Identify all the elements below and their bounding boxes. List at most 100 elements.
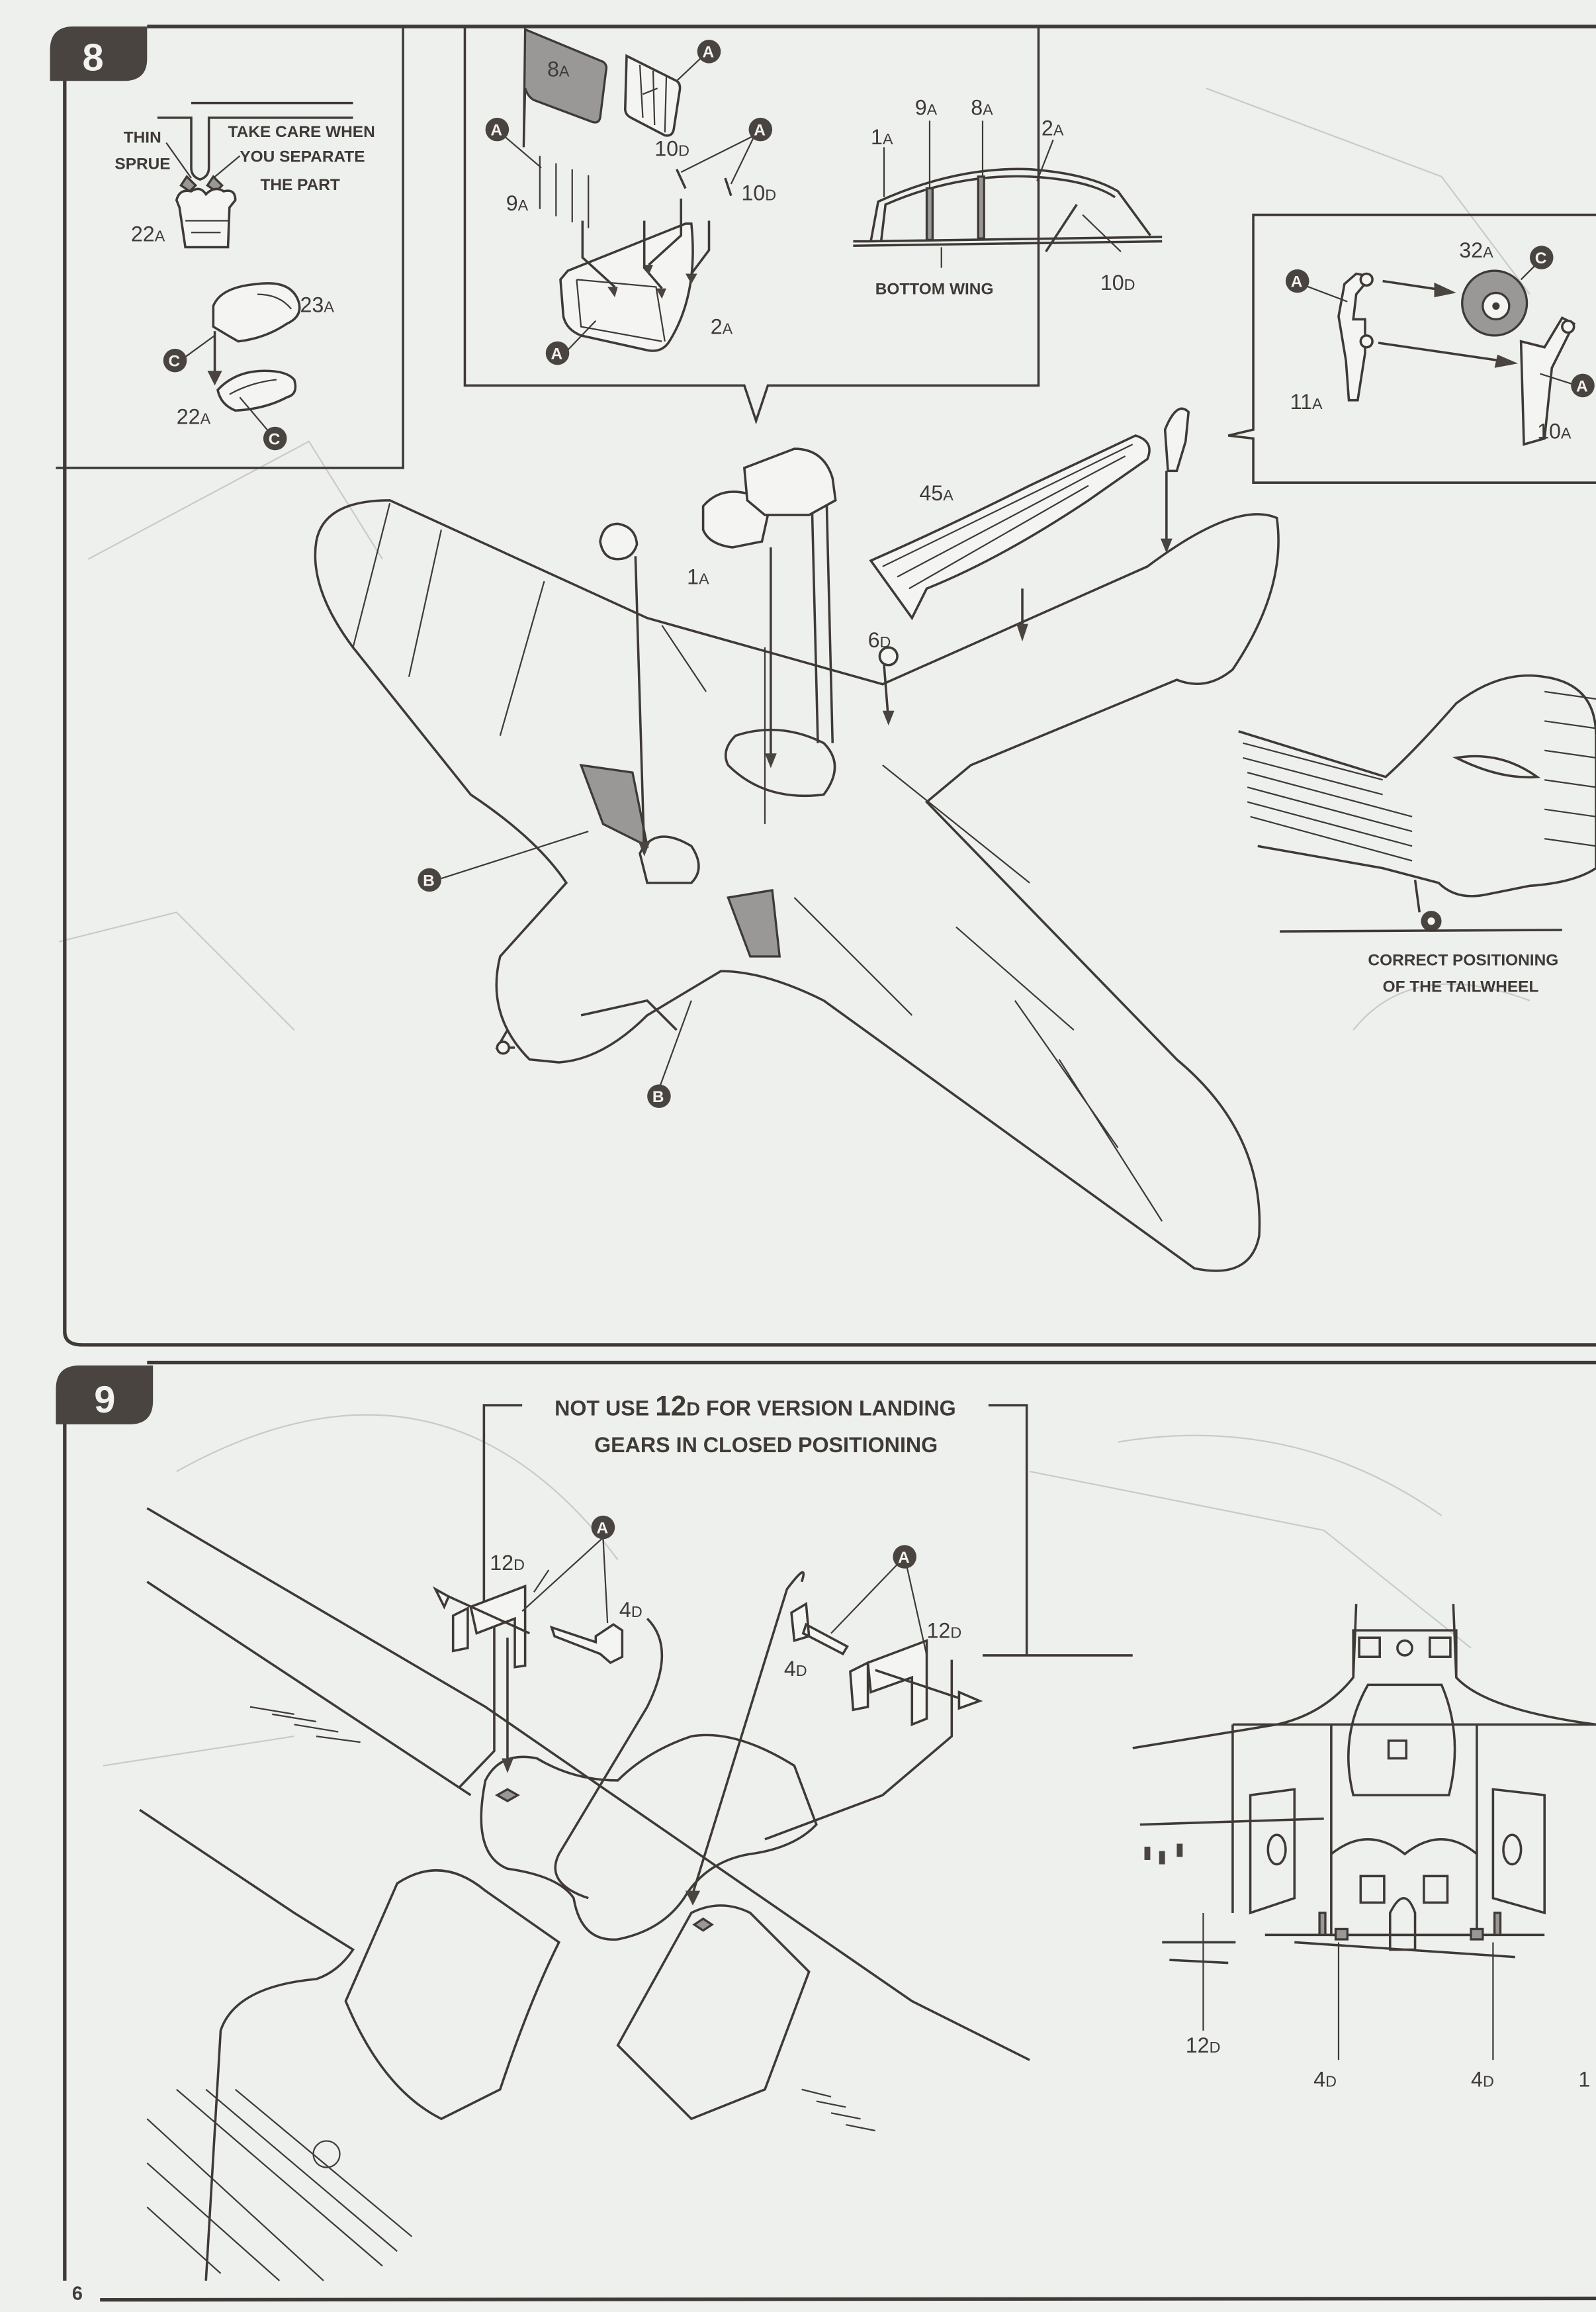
caption-line-2: OF THE TAILWHEEL [1383, 978, 1539, 995]
svg-text:C: C [1535, 250, 1547, 267]
sprue-callout-a: A [1571, 373, 1595, 398]
aircraft-outline [314, 499, 1280, 1272]
svg-text:22A: 22A [177, 404, 211, 428]
svg-text:4D: 4D [784, 1657, 807, 1681]
svg-text:10D: 10D [654, 137, 689, 161]
part-number: 22 [177, 404, 200, 428]
part-45a-tailplane [869, 434, 1151, 621]
tailwheel-side-view: CORRECT POSITIONING OF THE TAILWHEEL [1238, 674, 1596, 995]
svg-text:4D: 4D [619, 1598, 643, 1622]
part-number: 4 [619, 1598, 631, 1622]
svg-text:2A: 2A [711, 315, 733, 339]
sprue-callout-a: A [485, 117, 510, 142]
svg-text:A: A [1291, 273, 1303, 291]
step-9-number: 9 [94, 1379, 115, 1421]
step-8-panel: 8 THIN SPRUE TAKE CARE WHEN YOU SEPARATE… [50, 24, 1596, 1347]
part-number: 1 [871, 125, 883, 149]
part-23a-headrest [599, 522, 639, 561]
svg-text:C: C [269, 430, 281, 448]
part-number: 22 [131, 222, 155, 246]
svg-text:C: C [169, 353, 181, 371]
closed-gear-note-line-2: GEARS IN CLOSED POSITIONING [594, 1433, 938, 1457]
step-9-panel: 9 NOT USE 12D FOR VERSION LANDING GEARS … [56, 1360, 1596, 2302]
tailwheel-inset: 32A 11A 10A A C A [1285, 238, 1595, 446]
part-number: 11 [1290, 390, 1312, 414]
svg-text:4D: 4D [1313, 2067, 1337, 2091]
svg-text:A: A [1576, 377, 1588, 395]
part-number: 10 [1100, 271, 1124, 295]
svg-text:THE PART: THE PART [260, 176, 339, 194]
part-number: 1 [1578, 2067, 1590, 2091]
sprue-note: THIN SPRUE TAKE CARE WHEN YOU SEPARATE T… [114, 101, 375, 249]
part-number: 23 [300, 293, 324, 316]
svg-text:A: A [490, 122, 502, 140]
part-number: 4 [784, 1657, 796, 1681]
part-number: 32 [1459, 238, 1483, 262]
part-number: 10 [654, 137, 678, 161]
part-number: 10 [741, 181, 765, 205]
sprue-callout-c: C [1529, 246, 1554, 269]
svg-text:B: B [423, 872, 435, 890]
part-22a [216, 369, 297, 412]
svg-text:YOU SEPARATE: YOU SEPARATE [240, 148, 365, 166]
headrest-assembly: 23A 22A C C [163, 282, 335, 451]
part-number: 12 [490, 1551, 513, 1575]
svg-text:A: A [596, 1519, 608, 1537]
sprue-note-frame [56, 26, 404, 469]
tailwheel-inset-frame [1227, 213, 1596, 484]
svg-text:4D: 4D [1471, 2067, 1494, 2091]
svg-text:22A: 22A [131, 222, 165, 246]
svg-text:9A: 9A [506, 191, 529, 215]
svg-text:8A: 8A [547, 58, 570, 81]
canopy-section-diagram: 1A 9A 8A 2A 10D BOTTOM WING [853, 95, 1163, 299]
svg-text:THIN: THIN [124, 129, 161, 147]
sprue-callout-a: A [893, 1545, 916, 1569]
step-8-badge [50, 26, 148, 81]
aircraft-underside-drawing: 1A 45A 6D B B [314, 407, 1280, 1272]
care-line-3: THE PART [260, 176, 339, 194]
cockpit-inset-frame [463, 26, 1040, 425]
note-frame [482, 1404, 1028, 1655]
sprue-callout-b: B [647, 1084, 671, 1108]
part-4d-left [549, 1623, 624, 1665]
svg-text:1: 1 [1578, 2067, 1590, 2091]
svg-text:1A: 1A [871, 125, 893, 149]
sprue-callout-a: A [697, 40, 721, 64]
wheel-bay-drawing: 12D 4D 4D 12D A A [139, 1507, 1133, 2282]
part-4d-right [790, 1602, 849, 1656]
sprue-callout-a: A [1285, 269, 1309, 293]
part-number: 12 [927, 1618, 951, 1642]
bottom-wing-label: BOTTOM [875, 281, 945, 299]
part-number: 4 [1313, 2067, 1325, 2091]
svg-text:12D: 12D [927, 1618, 962, 1642]
part-number: 8 [547, 58, 559, 81]
page-number: 6 [72, 2284, 83, 2305]
svg-text:CORRECT POSITIONING: CORRECT POSITIONING [1368, 951, 1558, 969]
svg-text:A: A [703, 44, 715, 62]
part-number: 9 [506, 191, 518, 215]
svg-text:1A: 1A [687, 565, 709, 589]
part-number: 9 [915, 95, 927, 119]
svg-text:2A: 2A [1042, 116, 1064, 140]
svg-text:BOTTOM WING: BOTTOM WING [875, 281, 994, 299]
sprue-callout-c: C [163, 348, 187, 373]
sprue-callout-a: A [545, 341, 570, 365]
part-12d-right [849, 1639, 928, 1727]
thin-label: THIN [124, 129, 161, 147]
part-number: 45 [919, 481, 943, 505]
svg-text:12D: 12D [1186, 2033, 1221, 2057]
part-8a [624, 54, 682, 137]
sprue-callout-a: A [591, 1515, 615, 1540]
sprue-callout-a: A [748, 117, 773, 142]
care-line-2: YOU SEPARATE [240, 148, 365, 166]
svg-text:8A: 8A [971, 95, 993, 119]
part-9a [522, 28, 608, 148]
part-12d-left [451, 1584, 527, 1669]
sprue-callout-b: B [418, 868, 441, 892]
care-line-1: TAKE CARE WHEN [228, 123, 375, 141]
svg-text:23A: 23A [300, 293, 335, 316]
svg-text:A: A [754, 122, 766, 140]
svg-text:11A: 11A [1290, 390, 1323, 414]
part-number: 6 [868, 628, 880, 652]
svg-text:A: A [898, 1549, 910, 1567]
